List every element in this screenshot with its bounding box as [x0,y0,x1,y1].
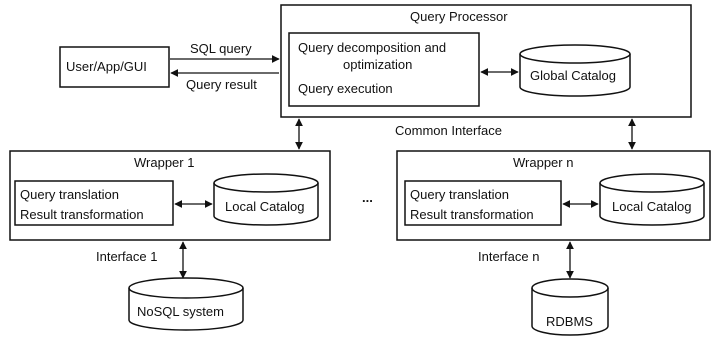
user-app-box [59,46,170,88]
execution-label: Query execution [298,81,393,96]
common-interface-label: Common Interface [395,123,502,138]
sql-query-label: SQL query [190,41,252,56]
wrappern-inner-box [404,180,562,226]
wrapper1-title: Wrapper 1 [134,155,195,170]
decomposition-line2: optimization [343,57,413,72]
wrappern-local-catalog-cylinder [599,173,705,226]
decomposition-line1: Query decomposition and [298,40,447,55]
wrapper1-catalog-label: Local Catalog [225,199,305,214]
ellipsis: ... [362,190,373,205]
rdbms-label: RDBMS [546,314,593,329]
wrappern-line2: Result transformation [410,207,534,222]
wrapper1-box [9,150,331,241]
wrappern-title: Wrapper n [513,155,574,170]
user-app-label: User/App/GUI [66,59,147,74]
query-processor-title: Query Processor [410,9,508,24]
wrapper1-line2: Result transformation [20,207,144,222]
wrapper1-inner-box [14,180,174,226]
query-result-label: Query result [186,77,257,92]
nosql-label: NoSQL system [137,304,224,319]
decomposition-box [288,32,480,107]
query-processor-box [280,4,692,118]
wrappern-catalog-label: Local Catalog [612,199,692,214]
global-catalog-cylinder [519,44,631,97]
wrappern-line1: Query translation [410,187,509,202]
nosql-cylinder [128,277,244,331]
wrapper1-local-catalog-cylinder [213,173,319,226]
global-catalog-label: Global Catalog [530,68,616,83]
interface1-label: Interface 1 [96,249,158,264]
wrappern-box [396,150,711,241]
rdbms-cylinder [531,278,609,336]
interfacen-label: Interface n [478,249,540,264]
wrapper1-line1: Query translation [20,187,119,202]
